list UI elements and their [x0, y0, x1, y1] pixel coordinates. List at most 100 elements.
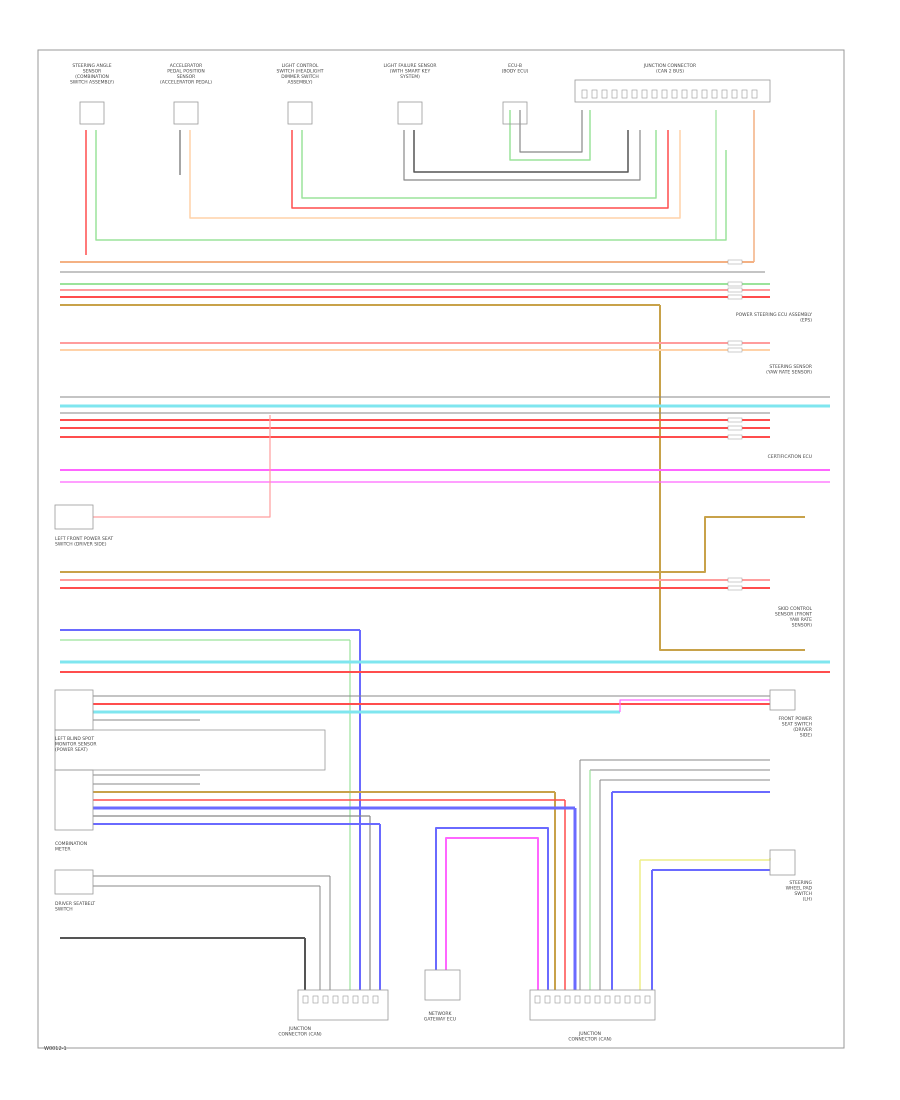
connector-pin	[604, 995, 611, 1004]
right-component-label: STEERING SENSOR(YAW RATE SENSOR)	[766, 364, 812, 376]
connector-pin	[564, 995, 571, 1004]
connector-pin	[661, 89, 668, 99]
connector-pin	[644, 995, 651, 1004]
junction-connector-box	[574, 79, 771, 103]
front-seat-switch-box	[769, 689, 796, 711]
connector-pin	[581, 89, 588, 99]
top-component-label: ECU-B(BODY ECU)	[502, 63, 529, 75]
footer-code: W0012-1	[44, 1046, 67, 1052]
connector-pin	[574, 995, 581, 1004]
right-component-label: POWER STEERING ECU ASSEMBLY(EPS)	[736, 312, 812, 324]
connector-pin	[701, 89, 708, 99]
wire	[619, 699, 770, 712]
connector-pin	[362, 995, 369, 1004]
wire-connector-stub	[727, 417, 743, 423]
connector-pin	[681, 89, 688, 99]
connector-pin	[671, 89, 678, 99]
connector-pin	[534, 995, 541, 1004]
connector-pin	[591, 89, 598, 99]
wire	[659, 305, 805, 651]
wire-connector-stub	[727, 340, 743, 346]
steering-pad-box	[769, 849, 796, 876]
wire	[445, 837, 539, 990]
wire	[403, 130, 641, 181]
connector-pin	[611, 89, 618, 99]
connector-pin	[624, 995, 631, 1004]
seatbelt-switch-box	[54, 869, 94, 895]
junction-connector-label: JUNCTION CONNECTOR(CAN 2 BUS)	[643, 63, 696, 75]
connector-pin	[631, 89, 638, 99]
connector-pin	[342, 995, 349, 1004]
wire	[519, 110, 583, 153]
connector-pin	[601, 89, 608, 99]
connector-pin	[741, 89, 748, 99]
connector-pin	[641, 89, 648, 99]
connector-pin	[312, 995, 319, 1004]
wire	[189, 130, 681, 219]
wire-connector-stub	[727, 434, 743, 440]
wire-connector-stub	[727, 425, 743, 431]
seat-switch-box	[54, 504, 94, 530]
wire	[435, 827, 549, 990]
wire-connector-stub	[727, 287, 743, 293]
connector-pin	[651, 89, 658, 99]
top-component-connector	[173, 101, 199, 125]
connector-pin	[691, 89, 698, 99]
wire	[291, 130, 669, 209]
connector-pin	[731, 89, 738, 99]
top-component-connector	[287, 101, 313, 125]
connector-pin	[302, 995, 309, 1004]
connector-pin	[584, 995, 591, 1004]
blind-spot-box	[54, 689, 94, 731]
bottom-junction-left	[297, 989, 389, 1021]
combination-meter-box	[54, 769, 94, 831]
wire-connector-stub	[727, 259, 743, 265]
wire	[640, 858, 771, 861]
connector-pin	[594, 995, 601, 1004]
bottom-junction-right	[529, 989, 656, 1021]
connector-pin	[621, 89, 628, 99]
connector-pin	[322, 995, 329, 1004]
connector-pin	[372, 995, 379, 1004]
wire-connector-stub	[727, 294, 743, 300]
connector-pin	[332, 995, 339, 1004]
connector-pin	[751, 89, 758, 99]
wire-connector-stub	[727, 347, 743, 353]
top-component-connector	[397, 101, 423, 125]
connector-pin	[554, 995, 561, 1004]
component-layer	[54, 79, 796, 1021]
wire	[60, 516, 805, 573]
network-gateway-box	[424, 969, 461, 1001]
wire	[509, 110, 591, 161]
diagram-frame	[37, 49, 845, 1049]
right-component-label: CERTIFICATION ECU	[768, 454, 812, 460]
wire-connector-stub	[727, 585, 743, 591]
connector-pin	[614, 995, 621, 1004]
connector-pin	[711, 89, 718, 99]
wire-connector-stub	[727, 577, 743, 583]
wire-layer	[60, 110, 830, 990]
wire	[95, 130, 727, 241]
connector-pin	[544, 995, 551, 1004]
wire	[93, 415, 271, 518]
connector-pin	[634, 995, 641, 1004]
top-component-connector	[502, 101, 528, 125]
connector-pin	[352, 995, 359, 1004]
wire	[413, 130, 629, 173]
wire	[301, 130, 657, 199]
connector-pin	[721, 89, 728, 99]
